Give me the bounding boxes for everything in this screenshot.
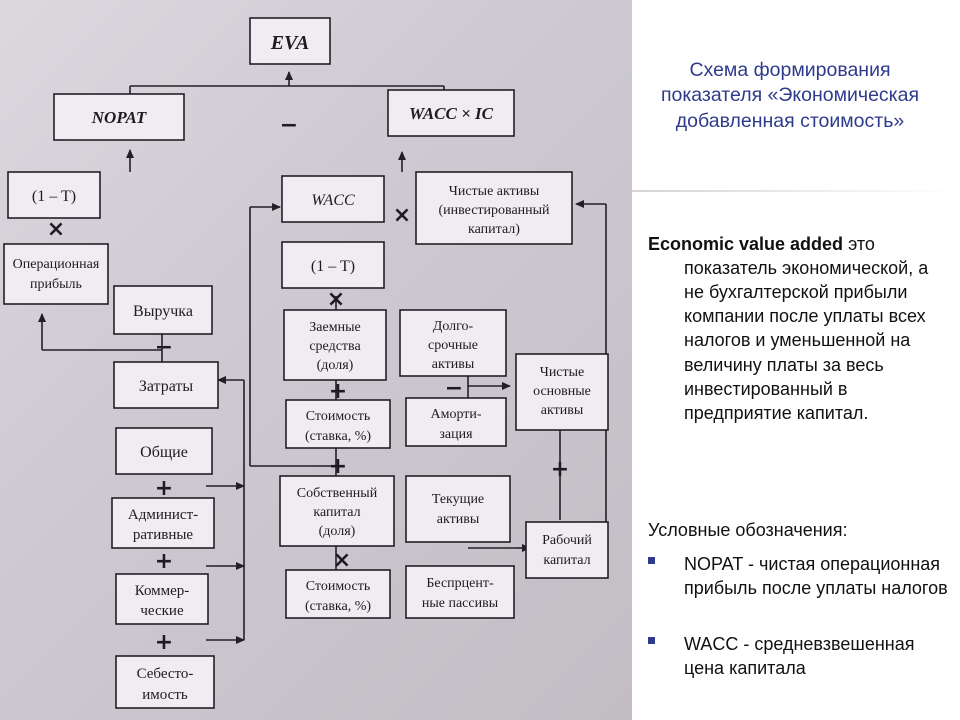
nopat-box: NOPAT	[53, 93, 185, 141]
operating-profit-box: Операционная прибыль	[3, 243, 109, 305]
plus-sign: +	[155, 549, 173, 574]
times-sign: ×	[47, 217, 65, 242]
svg-text:Рабочий: Рабочий	[542, 533, 592, 548]
diagram-photo: EVA NOPAT WACC × IC (1 – T) Операционная…	[0, 0, 632, 720]
svg-text:Стоимость: Стоимость	[306, 579, 371, 594]
svg-text:(1 – T): (1 – T)	[311, 258, 355, 275]
bullet-icon	[648, 637, 655, 644]
non-interest-liabilities-box: Беспрцент- ные пассивы	[405, 565, 515, 619]
svg-text:Чистые: Чистые	[540, 365, 585, 380]
svg-text:Операционная: Операционная	[13, 257, 100, 272]
svg-text:Коммер-: Коммер-	[135, 583, 190, 599]
one-minus-t-top-box: (1 – T)	[7, 171, 101, 219]
plus-sign: +	[155, 476, 173, 501]
eva-box: EVA	[249, 17, 331, 65]
svg-text:Себесто-: Себесто-	[137, 666, 194, 682]
svg-text:Текущие: Текущие	[432, 492, 484, 507]
times-sign: ×	[393, 203, 411, 228]
costs-box: Затраты	[113, 361, 219, 409]
legend-label: Условные обозначения:	[648, 520, 848, 540]
net-assets-box: Чистые активы (инвестированный капитал)	[415, 171, 573, 245]
svg-text:зация: зация	[439, 427, 473, 442]
plus-sign: +	[551, 457, 569, 482]
svg-text:ные пассивы: ные пассивы	[422, 596, 499, 611]
svg-text:Общие: Общие	[140, 444, 188, 461]
svg-text:Админист-: Админист-	[128, 507, 198, 523]
wacc-box: WACC	[281, 175, 385, 223]
svg-text:Собственный: Собственный	[297, 486, 378, 501]
times-sign: ×	[327, 287, 345, 312]
svg-text:(доля): (доля)	[317, 358, 354, 373]
svg-text:Аморти-: Аморти-	[430, 407, 481, 422]
minus-sign: −	[280, 113, 298, 138]
plus-sign: +	[329, 454, 347, 479]
eva-diagram: EVA NOPAT WACC × IC (1 – T) Операционная…	[3, 17, 609, 709]
wacc-ic-box: WACC × IC	[387, 89, 515, 137]
working-capital-box: Рабочий капитал	[525, 521, 609, 579]
definition-paragraph: Economic value added это показатель экон…	[648, 232, 948, 425]
debt-box: Заемные средства (доля)	[283, 309, 387, 381]
svg-text:(инвестированный: (инвестированный	[438, 203, 550, 218]
svg-text:ческие: ческие	[140, 603, 184, 619]
definition-first-word: это	[848, 234, 875, 254]
svg-text:прибыль: прибыль	[30, 277, 82, 292]
svg-text:(1 – T): (1 – T)	[32, 188, 76, 205]
svg-text:Чистые активы: Чистые активы	[449, 184, 540, 199]
svg-text:WACC: WACC	[311, 192, 355, 209]
commercial-box: Коммер- ческие	[115, 573, 209, 625]
svg-text:Затраты: Затраты	[139, 378, 194, 395]
svg-text:активы: активы	[541, 403, 584, 418]
current-assets-box: Текущие активы	[405, 475, 511, 543]
svg-text:капитал: капитал	[313, 505, 360, 520]
svg-text:активы: активы	[432, 357, 475, 372]
plus-sign: +	[329, 379, 347, 404]
title-divider	[632, 190, 960, 192]
minus-sign: −	[155, 335, 173, 360]
svg-text:имость: имость	[142, 687, 188, 703]
admin-box: Админист- ративные	[111, 497, 215, 549]
definition-text: показатель экономической, а не бухгалтер…	[684, 258, 929, 423]
svg-text:(доля): (доля)	[319, 524, 356, 539]
svg-text:основные: основные	[533, 384, 591, 399]
bullet-icon	[648, 557, 655, 564]
svg-text:WACC × IC: WACC × IC	[409, 104, 494, 123]
svg-text:капитал): капитал)	[468, 222, 520, 237]
svg-text:Выручка: Выручка	[133, 303, 193, 320]
legend-item-wacc: WACC - средневзвешенная цена капитала	[648, 632, 948, 680]
minus-sign: −	[445, 376, 463, 401]
operator-signs: − × × − + + + × + + × − +	[47, 113, 569, 655]
svg-text:NOPAT: NOPAT	[91, 108, 147, 127]
cogs-box: Себесто- имость	[115, 655, 215, 709]
lt-assets-box: Долго- срочные активы	[399, 309, 507, 377]
one-minus-t-mid-box: (1 – T)	[281, 241, 385, 289]
depreciation-box: Аморти- зация	[405, 397, 507, 447]
svg-text:Беспрцент-: Беспрцент-	[426, 576, 494, 591]
plus-sign: +	[155, 630, 173, 655]
times-sign: ×	[333, 548, 351, 573]
svg-text:Заемные: Заемные	[309, 320, 360, 335]
debt-cost-box: Стоимость (ставка, %)	[285, 399, 391, 449]
svg-text:срочные: срочные	[428, 338, 478, 353]
general-box: Общие	[115, 427, 213, 475]
svg-text:(ставка, %): (ставка, %)	[305, 599, 371, 614]
legend-item-nopat: NOPAT - чистая операционная прибыль посл…	[648, 552, 948, 600]
eva-label: EVA	[270, 32, 310, 54]
slide-title: Схема формирования показателя «Экономиче…	[660, 59, 920, 132]
definition-term: Economic value added	[648, 234, 844, 254]
svg-text:Долго-: Долго-	[433, 319, 474, 334]
svg-text:капитал: капитал	[543, 553, 590, 568]
equity-cost-box: Стоимость (ставка, %)	[285, 569, 391, 619]
svg-text:ративные: ративные	[133, 527, 194, 543]
svg-text:(ставка, %): (ставка, %)	[305, 429, 371, 444]
revenue-box: Выручка	[113, 285, 213, 335]
svg-text:Стоимость: Стоимость	[306, 409, 371, 424]
net-fixed-assets-box: Чистые основные активы	[515, 353, 609, 431]
svg-text:активы: активы	[437, 512, 480, 527]
svg-text:средства: средства	[309, 339, 361, 354]
connectors	[38, 71, 607, 644]
equity-box: Собственный капитал (доля)	[279, 475, 395, 547]
